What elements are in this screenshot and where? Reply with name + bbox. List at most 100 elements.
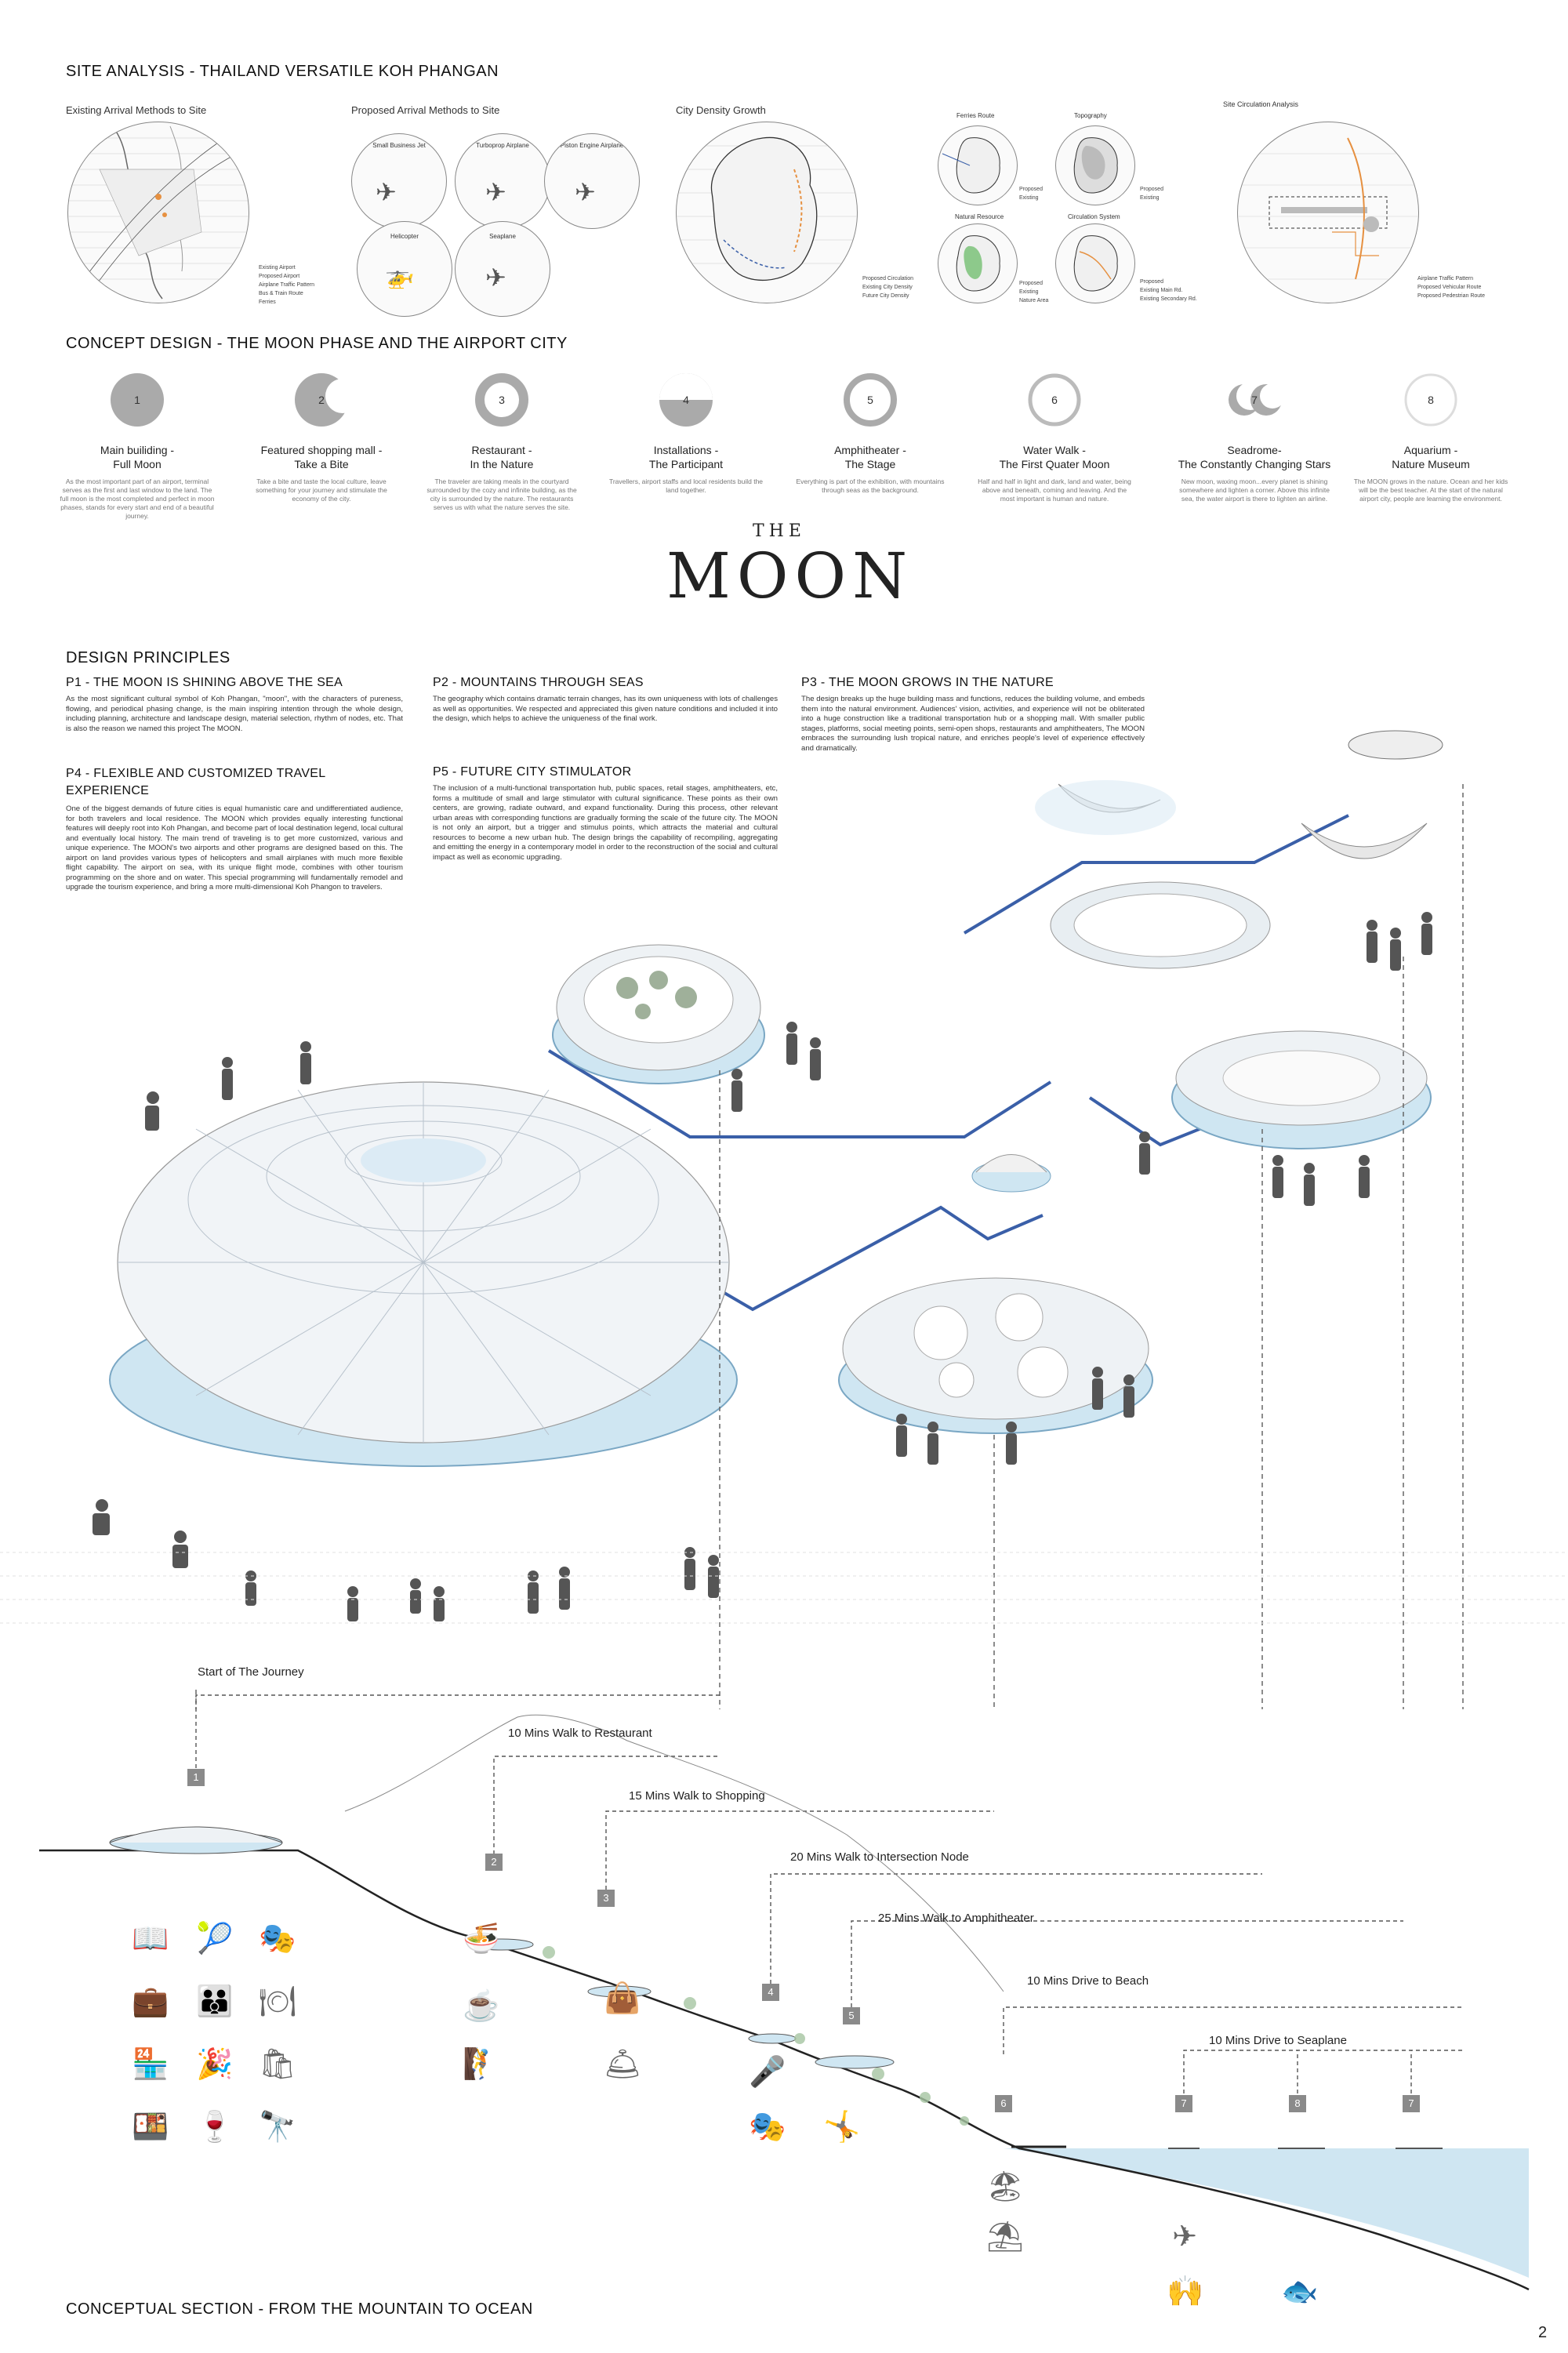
density-legend: Proposed Circulation Existing City Densi… bbox=[862, 276, 913, 299]
dance-icon: 🤸 bbox=[823, 2111, 861, 2144]
terrain-line bbox=[39, 1849, 1530, 2291]
moon-phase-icon: 7 bbox=[1227, 372, 1285, 427]
celebrate-icon: 🙌 bbox=[1167, 2275, 1204, 2308]
natural-map bbox=[938, 223, 1018, 303]
section-marker-8: 8 bbox=[1289, 2095, 1306, 2112]
section-marker-7b: 7 bbox=[1403, 2095, 1420, 2112]
moon-phase-title-line1: Installations - bbox=[653, 444, 719, 456]
moon-phase-title: Featured shopping mall - Take a Bite bbox=[243, 443, 400, 471]
section-shopping bbox=[587, 1985, 652, 1998]
moon-phase-title-line1: Main builiding - bbox=[100, 444, 175, 456]
intersection-node bbox=[971, 1154, 1051, 1193]
section-drawing bbox=[39, 1694, 1530, 2321]
site-circulation-legend: Airplane Traffic Pattern Proposed Vehicu… bbox=[1417, 276, 1485, 299]
section-restaurant bbox=[470, 1938, 534, 1951]
sunbed-icon: ⛱ bbox=[986, 2220, 1025, 2253]
existing-legend: Existing Airport Proposed Airport Airpla… bbox=[259, 265, 315, 305]
section-marker-5: 5 bbox=[843, 2007, 860, 2024]
beach-icon: 🏖 bbox=[986, 2170, 1025, 2203]
moon-phase-title: Seadrome-The Constantly Changing Stars bbox=[1176, 443, 1333, 471]
moon-phase-title-line2: The Participant bbox=[648, 458, 724, 470]
existing-arrival-label: Existing Arrival Methods to Site bbox=[66, 104, 207, 116]
moon-phase-title-line2: Full Moon bbox=[113, 458, 162, 470]
moon-phase-title-line1: Water Walk - bbox=[1023, 444, 1086, 456]
section-marker-4: 4 bbox=[762, 1984, 779, 2001]
moon-phase-desc: The MOON grows in the nature. Ocean and … bbox=[1353, 477, 1508, 503]
aircraft-jet: Small Business Jet ✈ bbox=[351, 133, 447, 229]
moon-phase-title-line1: Seadrome- bbox=[1227, 444, 1282, 456]
route-label-6: 10 Mins Drive to Beach bbox=[1027, 1974, 1149, 1988]
section-title: CONCEPTUAL SECTION - FROM THE MOUNTAIN T… bbox=[66, 2300, 533, 2318]
section-amphitheater bbox=[815, 2055, 895, 2069]
logo-the: THE bbox=[753, 521, 806, 541]
theater-icon: 🎭 bbox=[259, 1923, 296, 1955]
moon-phase-number: 3 bbox=[499, 394, 505, 406]
section-marker-2: 2 bbox=[485, 1854, 503, 1871]
water-ring bbox=[1050, 881, 1271, 969]
moon-phase-icon: 1 bbox=[110, 372, 165, 427]
moon-phase-icon: 5 bbox=[843, 372, 898, 427]
section-marker-7a: 7 bbox=[1175, 2095, 1192, 2112]
moon-phase-icon: 4 bbox=[659, 372, 713, 427]
natural-legend: Proposed Existing Nature Area bbox=[1019, 281, 1049, 303]
performer-icon: 🎤 bbox=[749, 2056, 786, 2089]
moon-phase-title: Installations - The Participant bbox=[608, 443, 764, 471]
aircraft-seaplane: Seaplane ✈ bbox=[455, 221, 550, 317]
section-node bbox=[748, 2033, 797, 2044]
route-label-1: Start of The Journey bbox=[198, 1665, 304, 1679]
moon-phase-desc: Everything is part of the exhibition, wi… bbox=[796, 477, 945, 494]
moon-phase-title-line1: Featured shopping mall - bbox=[260, 444, 383, 456]
wine-icon: 🍷 bbox=[196, 2111, 234, 2144]
moon-phase-desc: As the most important part of an airport… bbox=[60, 477, 215, 520]
briefcase-icon: 💼 bbox=[132, 1985, 169, 2018]
map-lines bbox=[68, 125, 249, 300]
principle-p4: P4 - FLEXIBLE AND CUSTOMIZED TRAVEL EXPE… bbox=[66, 767, 403, 891]
moon-phase-icon: 2 bbox=[294, 372, 360, 427]
moon-phase-icon: 8 bbox=[1403, 372, 1458, 427]
principle-p1: P1 - THE MOON IS SHINING ABOVE THE SEA A… bbox=[66, 676, 403, 733]
moon-phase-desc: New moon, waxing moon...every planet is … bbox=[1179, 477, 1330, 503]
circulation-legend: Proposed Existing Main Rd. Existing Seco… bbox=[1140, 279, 1197, 302]
book-icon: 📖 bbox=[132, 1923, 169, 1955]
dining-icon: 🍱 bbox=[132, 2111, 169, 2144]
moon-phase-desc: Travellers, airport staffs and local res… bbox=[608, 477, 764, 494]
moon-phase-title: Restaurant -In the Nature bbox=[423, 443, 580, 471]
page-number: 2 bbox=[1538, 2324, 1548, 2341]
moon-phase-title-line2: In the Nature bbox=[470, 458, 534, 470]
family-icon: 👪 bbox=[196, 1985, 234, 2018]
axonometric-diagram bbox=[0, 730, 1568, 1709]
terminal-dome bbox=[109, 1081, 738, 1467]
moon-phase-icon: 6 bbox=[1027, 372, 1082, 427]
moon-phase-number: 4 bbox=[683, 394, 689, 406]
route-label-3: 15 Mins Walk to Shopping bbox=[629, 1789, 765, 1803]
section-marker-1: 1 bbox=[187, 1769, 205, 1786]
circulation-system-map bbox=[1055, 223, 1135, 303]
telescope-icon: 🔭 bbox=[259, 2111, 296, 2144]
island-outline bbox=[677, 136, 857, 281]
site-circulation-map bbox=[1237, 122, 1419, 303]
natural-label: Natural Resource bbox=[955, 213, 1004, 220]
aircraft-piston: Piston Engine Airplane ✈ bbox=[544, 133, 640, 229]
existing-arrival-map bbox=[67, 122, 249, 303]
moon-phase-number: 5 bbox=[867, 394, 873, 406]
principle-p3: P3 - THE MOON GROWS IN THE NATURE The de… bbox=[801, 676, 1145, 753]
moon-phase-number: 8 bbox=[1428, 394, 1434, 406]
aircraft-helicopter: Helicopter 🚁 bbox=[357, 221, 452, 317]
restaurant-bowl bbox=[552, 944, 765, 1084]
moon-phase-title-line2: The Stage bbox=[844, 458, 896, 470]
mountain-line bbox=[344, 1714, 1004, 1992]
city-density-label: City Density Growth bbox=[676, 104, 766, 116]
moon-phase-title-line2: Nature Museum bbox=[1392, 458, 1470, 470]
site-analysis-title: SITE ANALYSIS - THAILAND VERSATILE KOH P… bbox=[66, 63, 499, 80]
route-label-2: 10 Mins Walk to Restaurant bbox=[508, 1727, 652, 1740]
moon-phase-title-line2: Take a Bite bbox=[294, 458, 349, 470]
moon-phase-title: Water Walk -The First Quater Moon bbox=[976, 443, 1133, 471]
moon-phase-number: 2 bbox=[318, 394, 325, 406]
route-label-5: 25 Mins Walk to Amphitheater bbox=[878, 1912, 1034, 1925]
